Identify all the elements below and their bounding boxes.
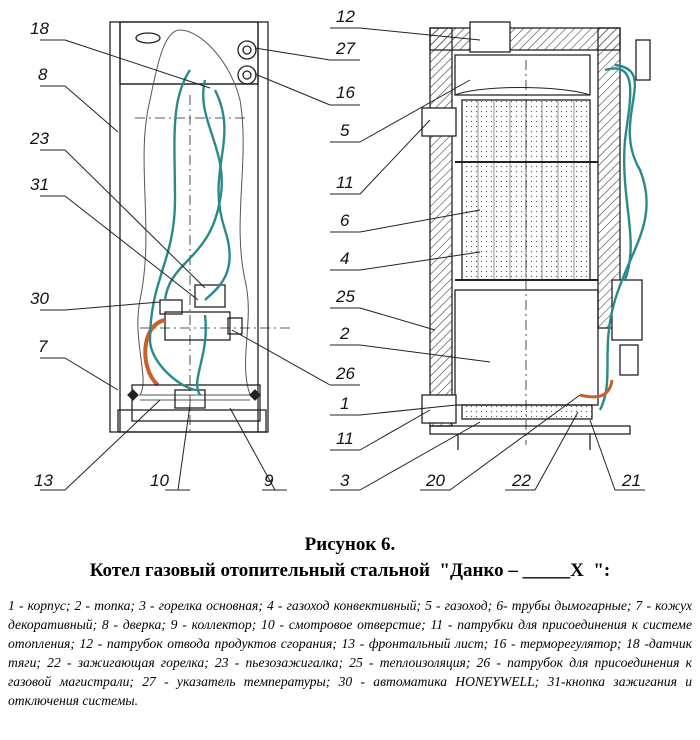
callout-9: 9: [264, 471, 274, 490]
front-view: [109, 21, 290, 433]
figure-subtitle: Котел газовый отопительный стальной "Дан…: [89, 560, 611, 581]
callout-18: 18: [30, 19, 49, 38]
callout-labels: 18 8 23 31 30 7 13 10 9 12 27 16 5 11 6 …: [29, 7, 641, 490]
callout-11-bottom: 11: [336, 429, 354, 448]
callout-13: 13: [34, 471, 53, 490]
callout-26: 26: [335, 364, 355, 383]
callout-23: 23: [29, 129, 49, 148]
callout-20: 20: [425, 471, 445, 490]
callout-22: 22: [511, 471, 531, 490]
callout-8: 8: [38, 65, 48, 84]
figure-title: Рисунок 6.: [304, 534, 396, 555]
callout-3: 3: [340, 471, 350, 490]
callout-27: 27: [335, 39, 355, 58]
callout-11-top: 11: [336, 173, 354, 192]
callout-30: 30: [30, 289, 49, 308]
callout-4: 4: [340, 249, 349, 268]
section-view: [421, 21, 651, 450]
callout-21: 21: [621, 471, 641, 490]
callout-7: 7: [38, 337, 48, 356]
callout-16: 16: [336, 83, 355, 102]
callout-12: 12: [336, 7, 355, 26]
figure-legend: 1 - корпус; 2 - топка; 3 - горелка основ…: [8, 598, 692, 708]
callout-6: 6: [340, 211, 350, 230]
boiler-drawing: 18 8 23 31 30 7 13 10 9 12 27 16 5 11 6 …: [29, 7, 651, 491]
callout-1: 1: [340, 394, 349, 413]
callout-5: 5: [340, 121, 350, 140]
callout-31: 31: [30, 175, 49, 194]
callout-25: 25: [335, 287, 355, 306]
leader-lines: [40, 27, 645, 491]
callout-10: 10: [150, 471, 169, 490]
callout-2: 2: [339, 324, 350, 343]
